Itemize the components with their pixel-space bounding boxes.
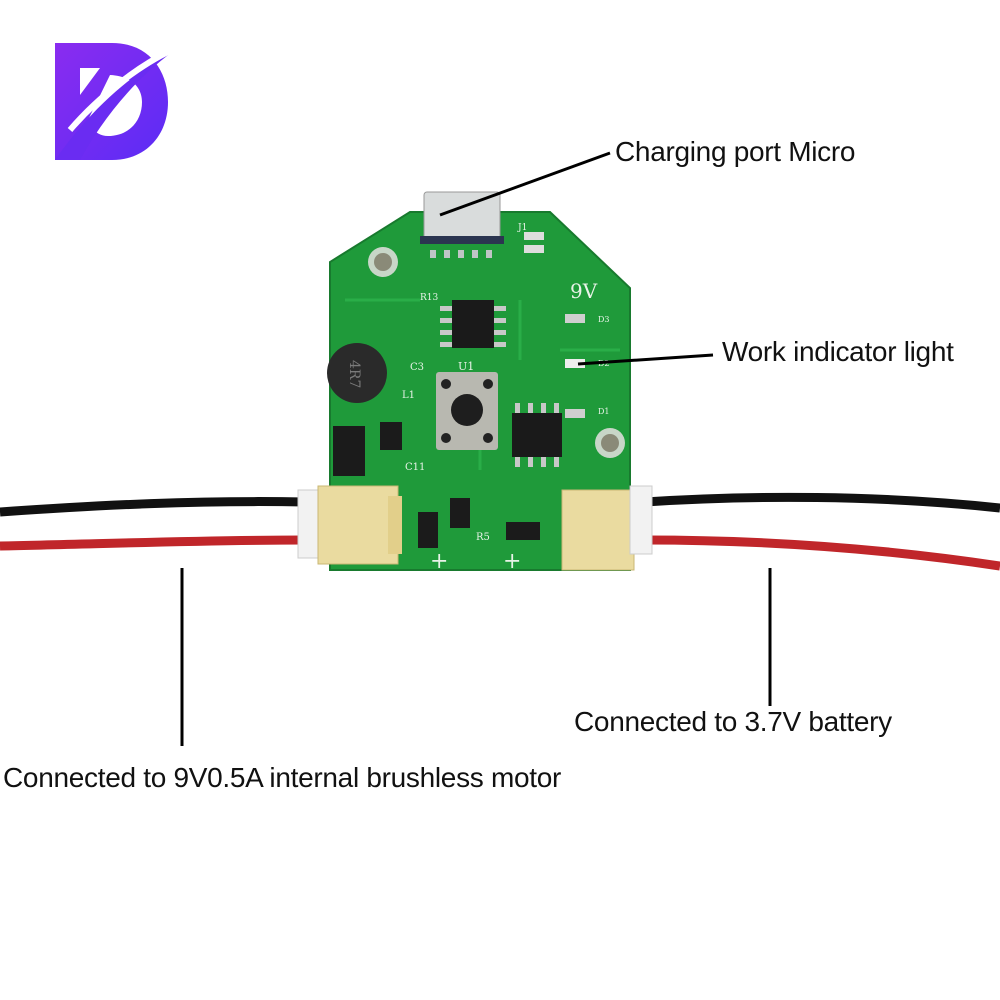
silk-4r7: 4R7 xyxy=(346,360,362,388)
silk-j1: J1 xyxy=(517,223,527,233)
pcb-board: 9V 4R7 U1 J1 C11 R5 R13 L1 C3 D1 D2 D3 +… xyxy=(327,191,631,574)
silk-d1: D1 xyxy=(598,407,610,416)
motor-connector xyxy=(297,485,402,565)
silk-u1: U1 xyxy=(458,360,474,373)
leader-charging-port xyxy=(439,151,611,217)
brand-logo xyxy=(55,43,174,160)
silk-c3: C3 xyxy=(410,362,424,373)
battery-wires xyxy=(644,492,1000,571)
silk-plus-right: + xyxy=(503,549,521,574)
leader-work-indicator xyxy=(577,353,714,366)
silk-c11: C11 xyxy=(405,462,425,473)
label-motor: Connected to 9V0.5A internal brushless m… xyxy=(3,762,562,793)
silk-9v: 9V xyxy=(570,279,598,303)
label-work-indicator: Work indicator light xyxy=(722,336,954,367)
label-battery: Connected to 3.7V battery xyxy=(574,706,892,737)
battery-connector xyxy=(561,485,653,571)
motor-wires xyxy=(0,497,306,551)
label-charging-port: Charging port Micro xyxy=(615,136,856,167)
silk-plus-left: + xyxy=(430,549,448,574)
silk-l1: L1 xyxy=(402,390,415,401)
silk-r5: R5 xyxy=(476,532,490,543)
silk-r13: R13 xyxy=(420,293,439,303)
silk-d3: D3 xyxy=(598,315,610,324)
work-indicator-led xyxy=(565,359,585,368)
